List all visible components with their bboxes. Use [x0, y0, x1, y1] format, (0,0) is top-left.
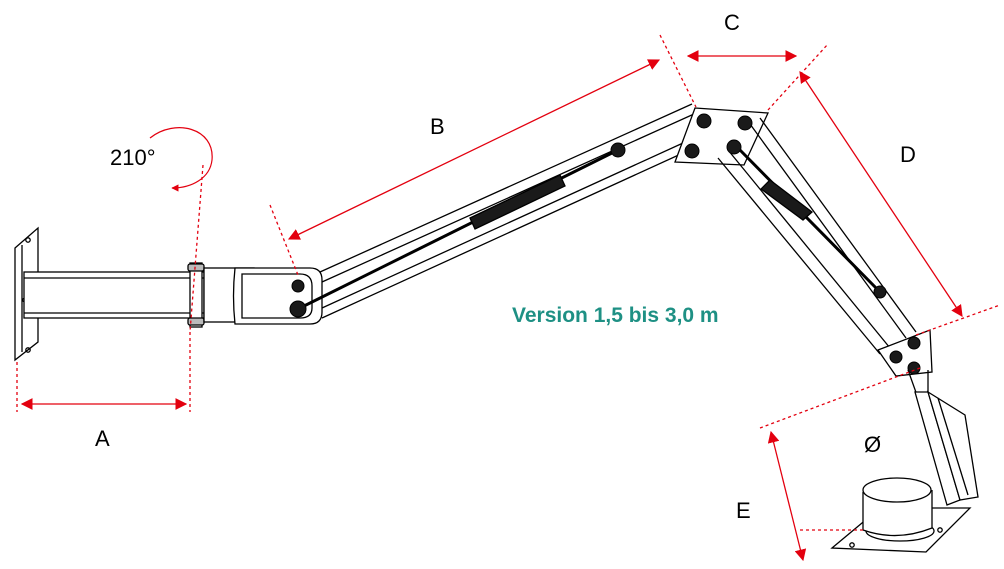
label-a: A [95, 426, 110, 451]
label-rotation: 210° [110, 145, 156, 170]
arm-b [299, 103, 695, 319]
lower-joint-plate [876, 329, 933, 399]
wall-bracket-arm [23, 262, 255, 328]
label-d: D [900, 142, 916, 167]
dimension-lines [16, 34, 1001, 562]
hanging-bracket [914, 390, 979, 506]
label-diameter: Ø [864, 432, 881, 457]
label-b: B [430, 114, 445, 139]
rotation-arrow-icon [149, 127, 213, 192]
label-e: E [736, 498, 751, 523]
version-text: Version 1,5 bis 3,0 m [512, 304, 719, 327]
camera-mount [830, 477, 972, 553]
label-c: C [724, 10, 740, 35]
arm-b-joint [232, 267, 323, 325]
bolts [289, 113, 921, 375]
